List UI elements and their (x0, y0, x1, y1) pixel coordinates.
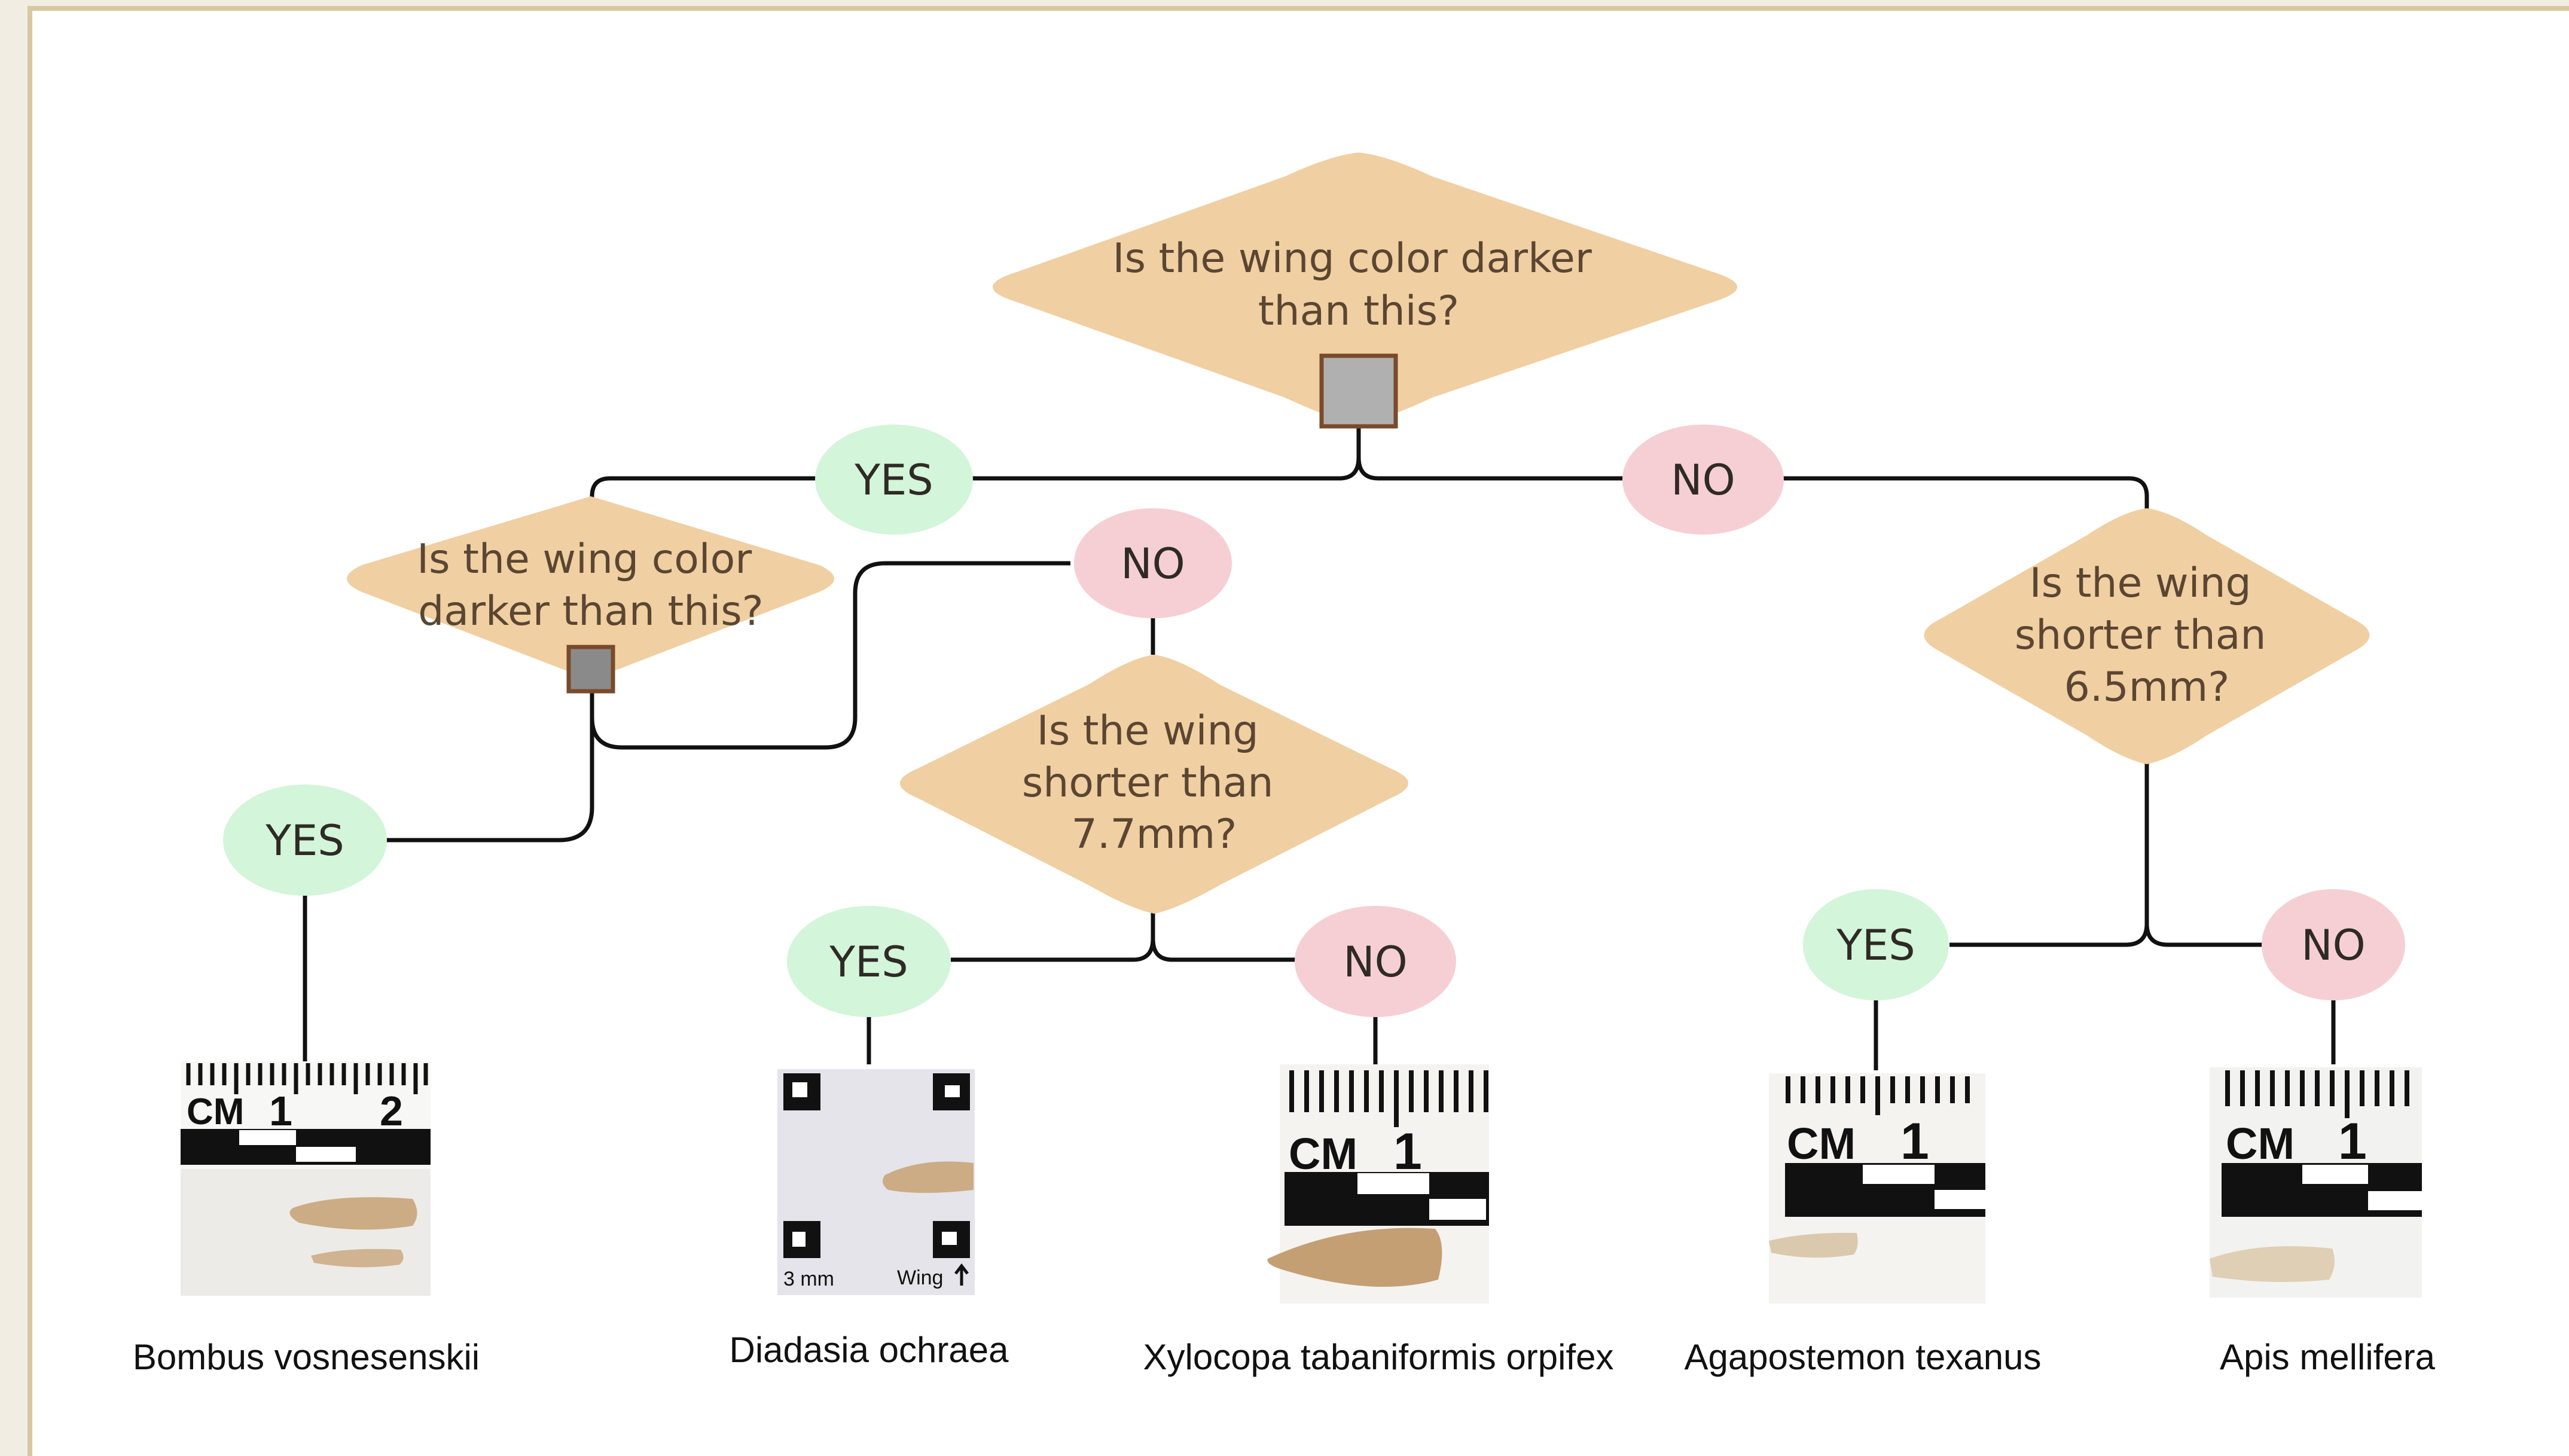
connector-lines (303, 426, 2336, 1070)
species-name: Xylocopa tabaniformis orpifex (1143, 1337, 1613, 1377)
no-pill (2262, 889, 2405, 1000)
decision-text-line: darker than this? (418, 588, 763, 635)
scale-tag: 3 mm (783, 1268, 834, 1290)
orientation-tag: Wing (897, 1266, 943, 1289)
wing-specimen (883, 1161, 974, 1193)
arrow-up-icon (954, 1263, 969, 1286)
branch-label-root-no: NO (1622, 425, 1784, 535)
ruler-unit: CM (1289, 1129, 1357, 1179)
decision-text-line: 6.5mm? (2064, 664, 2230, 711)
decision-wing-color-root: Is the wing color darker than this? (993, 152, 1737, 429)
ruler-unit: CM (1787, 1119, 1856, 1168)
ruler-mark: 2 (380, 1088, 403, 1134)
ruler-scale-segment (1357, 1173, 1429, 1194)
branch-label-right-no: NO (2262, 889, 2405, 1000)
ruler-mark: 1 (269, 1088, 292, 1134)
species-name: Apis mellifera (2220, 1337, 2436, 1377)
decision-text-line: Is the wing (1037, 707, 1259, 755)
ruler-scale-segment (296, 1147, 356, 1162)
wing-specimen (311, 1249, 404, 1268)
wing-specimen (1267, 1228, 1442, 1287)
decision-text-line: 7.7mm? (1072, 811, 1237, 858)
ruler-mark: 1 (2338, 1113, 2367, 1170)
species-photo-agapostemon: CM 1 (1769, 1073, 1985, 1304)
no-pill (1295, 906, 1456, 1017)
decision-wing-color-left: Is the wing color darker than this? (347, 496, 834, 694)
branch-label-left-yes: YES (223, 785, 387, 896)
no-label: NO (2301, 921, 2365, 970)
connector-right-right (2144, 923, 2263, 947)
fiducial-marker-detail (792, 1082, 807, 1097)
decision-text-line: than this? (1258, 288, 1459, 335)
ruler-scale-segment (1429, 1199, 1486, 1220)
decision-text-line: shorter than (2015, 612, 2266, 659)
decision-text-line: Is the wing color darker (1113, 235, 1592, 282)
no-pill (1074, 508, 1232, 618)
svg-text:Is the wing shorter than: Is the wing shorter than 6.5mm? (2015, 560, 2279, 711)
species-name: Bombus vosnesenskii (133, 1337, 480, 1377)
fiducial-marker-detail (942, 1232, 957, 1245)
branch-label-middle-no: NO (1295, 906, 1456, 1017)
ruler-ticks (1786, 1076, 1970, 1115)
species-photo-apis: CM 1 (2210, 1067, 2422, 1298)
ruler-ticks (186, 1063, 428, 1094)
connector-left-yes (383, 688, 594, 843)
no-label: NO (1343, 938, 1407, 987)
species-name: Agapostemon texanus (1684, 1337, 2041, 1377)
branch-label-middle-yes: YES (787, 906, 951, 1017)
decision-text-line: Is the wing (2030, 560, 2251, 607)
ruler-mark: 1 (1393, 1123, 1422, 1180)
ruler-ticks (2225, 1070, 2409, 1118)
ruler-ticks (1289, 1070, 1488, 1127)
ruler-unit: CM (2226, 1119, 2295, 1168)
svg-text:Is the wing color darker: Is the wing color darker than this? (417, 536, 765, 635)
decision-diamond (900, 655, 1408, 914)
no-pill (1622, 425, 1784, 535)
decision-diamond (347, 496, 834, 674)
branch-label-root-yes: YES (815, 425, 973, 535)
yes-label: YES (854, 456, 933, 505)
svg-text:Is the wing color darker: Is the wing color darker than this? (1113, 235, 1605, 335)
yes-pill (1803, 889, 1949, 1000)
fiducial-marker-detail (792, 1232, 806, 1247)
ruler-scale-segment (1863, 1165, 1935, 1184)
species-name: Diadasia ochraea (730, 1330, 1009, 1370)
yes-pill (815, 425, 973, 535)
yes-label: YES (829, 938, 908, 987)
decision-diamond (1924, 508, 2370, 764)
connector-root-no (1356, 457, 2149, 514)
color-swatch (1319, 353, 1398, 429)
species-photo-diadasia: 3 mm Wing (777, 1069, 975, 1295)
species-photo-xylocopa: CM 1 (1267, 1064, 1489, 1304)
branch-label-left-no: NO (1074, 508, 1232, 618)
ruler-scale-segment (2368, 1191, 2422, 1210)
fiducial-marker-detail (945, 1085, 960, 1097)
decision-wing-length-6-5mm: Is the wing shorter than 6.5mm? (1924, 508, 2370, 764)
ruler-scale-segment (239, 1130, 296, 1145)
yes-label: YES (1836, 921, 1915, 970)
no-label: NO (1671, 456, 1735, 505)
species-photo-bombus: CM 1 2 (181, 1061, 431, 1296)
wing-specimen (2210, 1246, 2335, 1282)
svg-text:Is the wing shorter than: Is the wing shorter than 7.7mm? (1022, 707, 1286, 858)
color-swatch (566, 645, 615, 694)
yes-pill (223, 785, 387, 896)
ruler-scale-segment (1935, 1190, 1985, 1209)
no-label: NO (1121, 539, 1185, 588)
yes-pill (787, 906, 951, 1017)
ruler-scale-segment (2302, 1165, 2368, 1184)
wing-specimen (289, 1197, 417, 1230)
decision-wing-length-7-7mm: Is the wing shorter than 7.7mm? (900, 655, 1408, 914)
connector-middle-right (1151, 938, 1301, 962)
branch-label-right-yes: YES (1803, 889, 1949, 1000)
yes-label: YES (265, 816, 344, 865)
decision-text-line: shorter than (1022, 759, 1274, 807)
wing-specimen (1769, 1232, 1858, 1258)
decision-text-line: Is the wing color (417, 536, 752, 583)
ruler-unit: CM (187, 1091, 244, 1133)
ruler-mark: 1 (1900, 1113, 1929, 1170)
connector-left-no (590, 561, 1070, 750)
decision-diamond (993, 152, 1737, 425)
